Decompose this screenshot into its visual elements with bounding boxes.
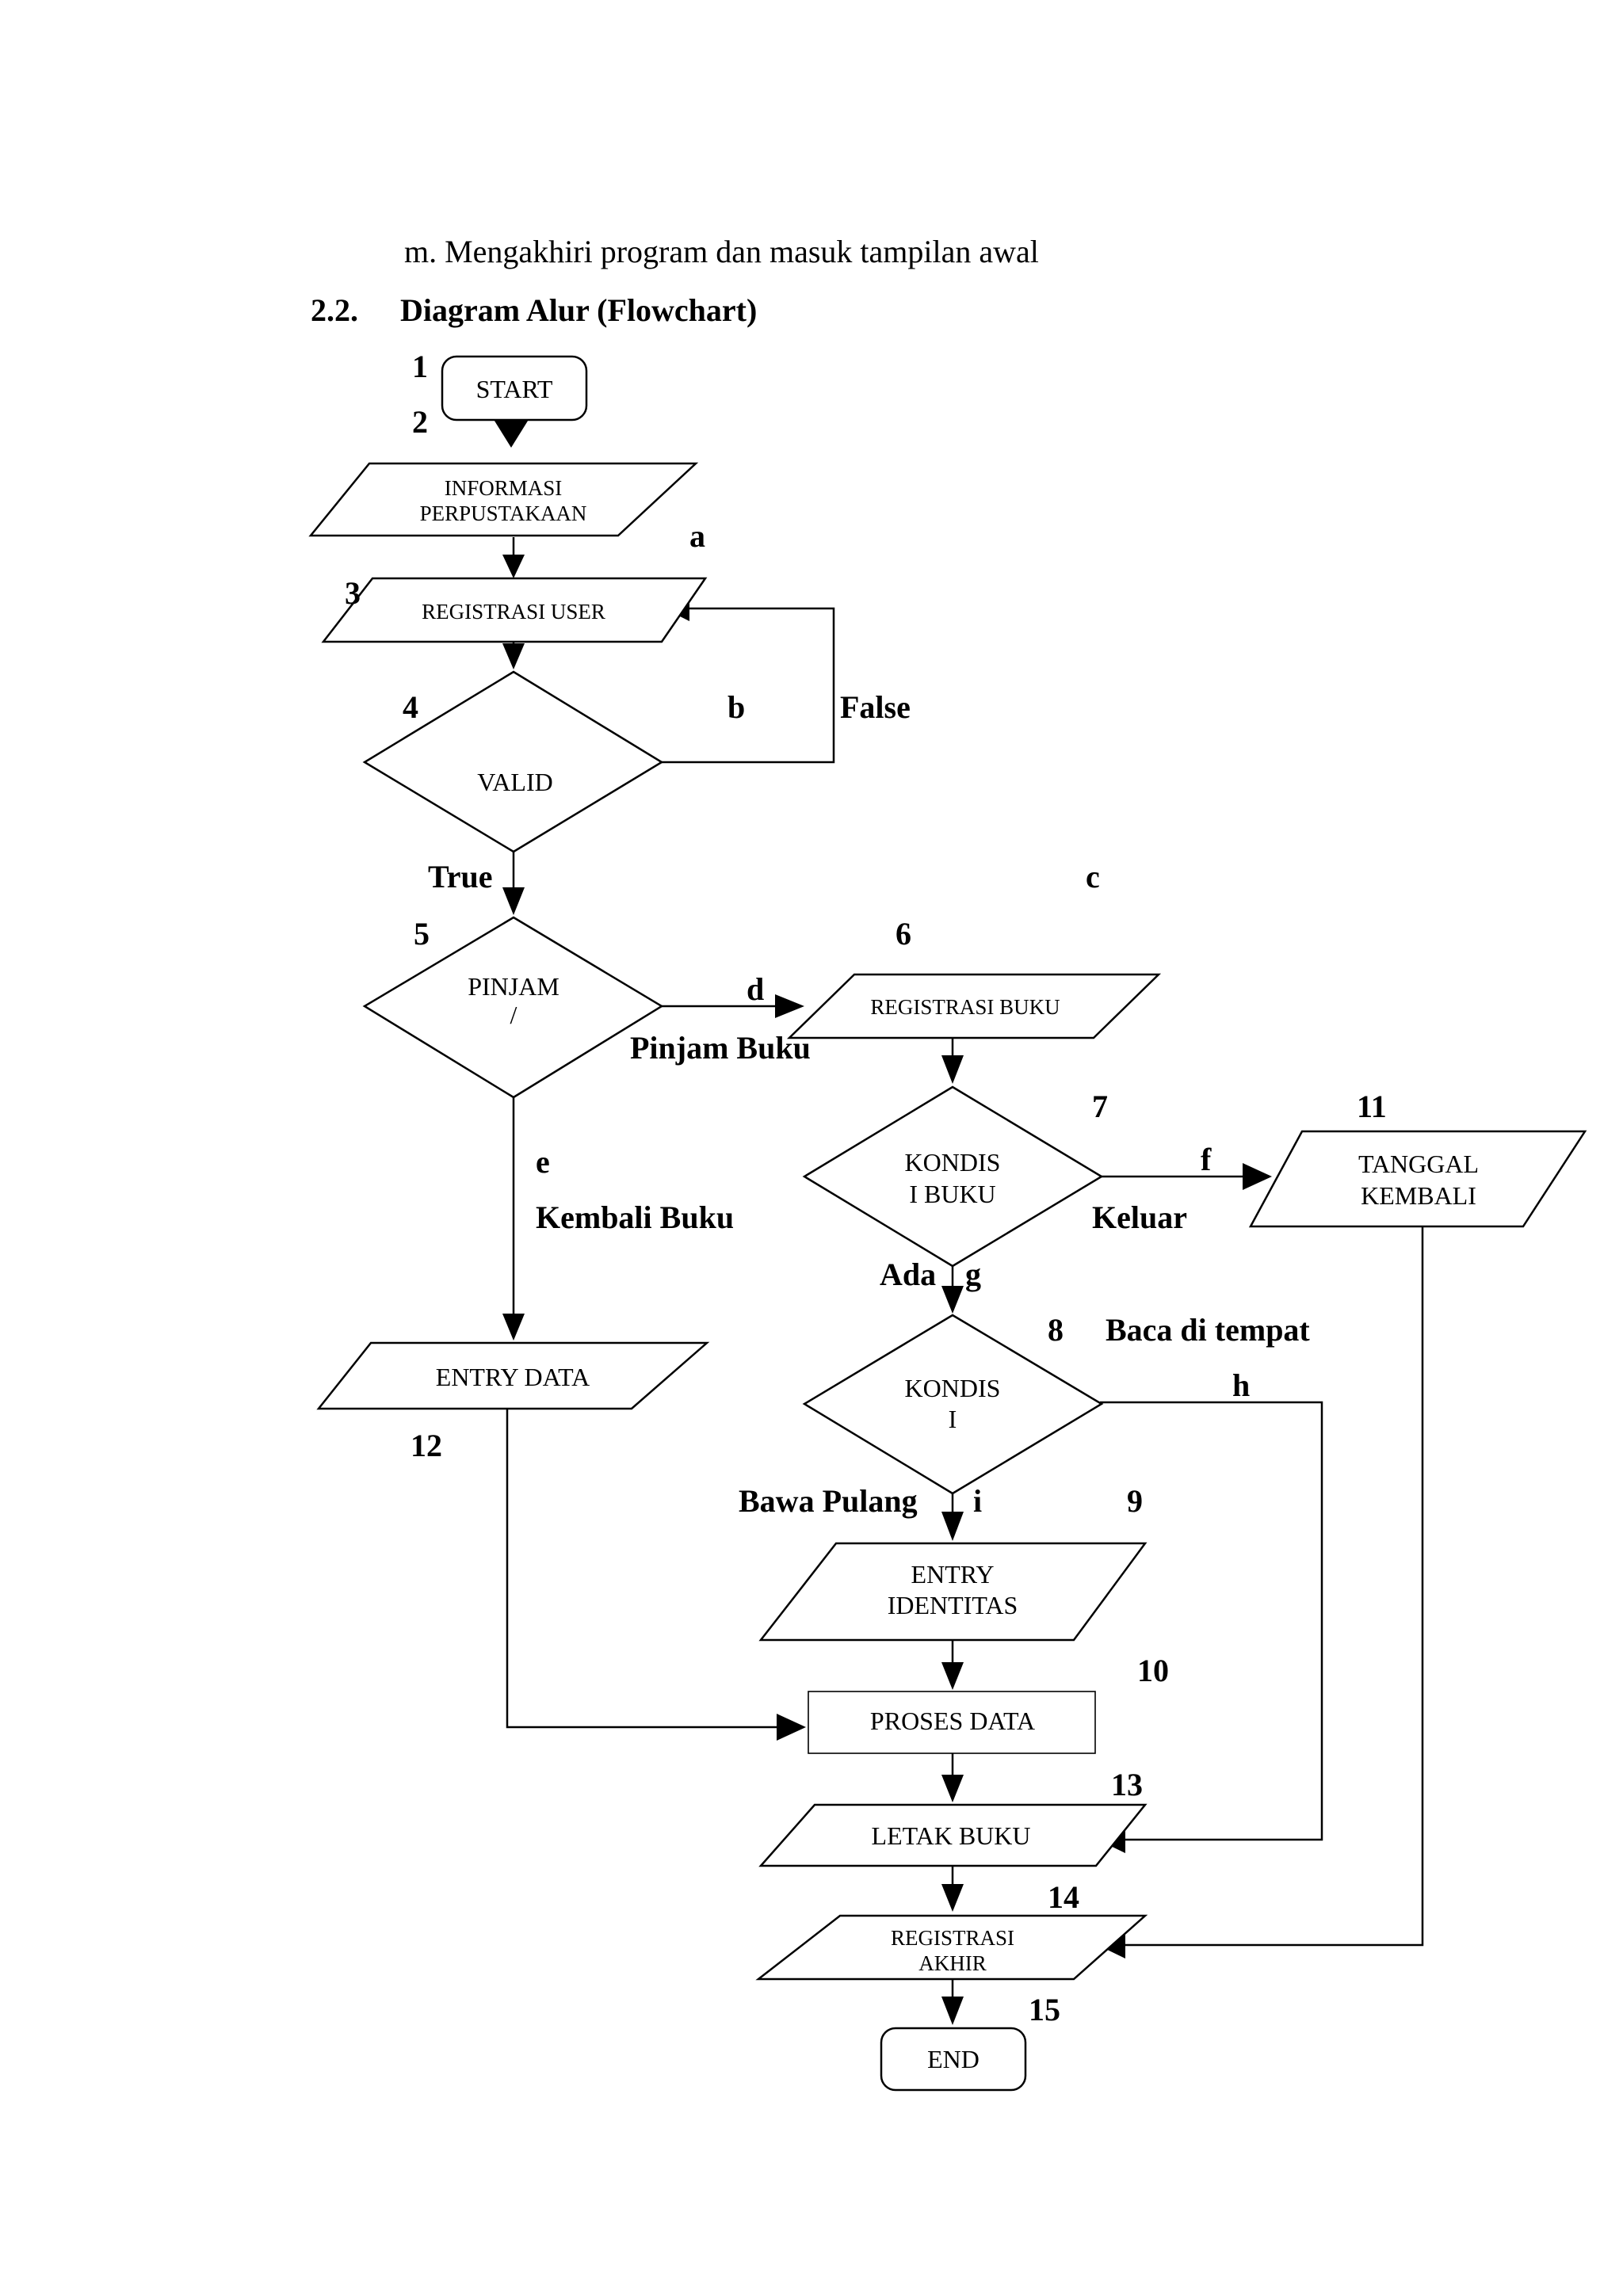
step-number-2: 2 <box>412 404 428 440</box>
edge-label-pinjam-buku: Pinjam Buku <box>630 1030 811 1066</box>
proses-data-process: PROSES DATA <box>808 1691 1096 1754</box>
edge-letter-b: b <box>727 689 745 725</box>
step-number-7: 7 <box>1092 1089 1108 1124</box>
entry-data-label: ENTRY DATA <box>436 1363 590 1391</box>
edge-label-keluar: Keluar <box>1092 1199 1187 1235</box>
registrasi-user-label: REGISTRASI USER <box>422 600 605 624</box>
pinjam-decision: PINJAM / <box>362 916 664 1099</box>
connector-false-loop <box>662 607 835 764</box>
kondisi-buku-line2: I BUKU <box>909 1180 995 1208</box>
edge-label-false: False <box>840 689 911 725</box>
step-number-1: 1 <box>412 349 428 384</box>
edge-label-ada: Ada <box>880 1257 936 1292</box>
edge-letter-a: a <box>689 518 705 554</box>
step-number-5: 5 <box>414 916 430 952</box>
edge-label-bawa-pulang: Bawa Pulang <box>739 1483 918 1519</box>
step-number-9: 9 <box>1127 1483 1143 1519</box>
step-number-13: 13 <box>1111 1767 1143 1802</box>
step-number-4: 4 <box>403 689 418 725</box>
arrowhead <box>941 1662 964 1690</box>
intro-line: m. Mengakhiri program dan masuk tampilan… <box>404 234 1039 269</box>
arrowhead <box>502 1314 525 1341</box>
step-number-11: 11 <box>1357 1089 1387 1124</box>
registrasi-akhir-line2: AKHIR <box>918 1951 987 1975</box>
connector-entry-data-proses <box>506 1409 785 1729</box>
arrowhead <box>941 1055 964 1084</box>
edge-letter-d: d <box>747 971 764 1007</box>
edge-letter-h: h <box>1232 1367 1250 1403</box>
end-terminator: END <box>880 2027 1027 2092</box>
entry-identitas-io: ENTRY IDENTITAS <box>758 1542 1148 1642</box>
step-number-15: 15 <box>1029 1992 1060 2027</box>
edge-label-kembali-buku: Kembali Buku <box>536 1199 734 1235</box>
pinjam-line1: PINJAM <box>468 972 559 1001</box>
arrowhead <box>493 418 529 448</box>
kondisi-i-line2: I <box>949 1405 957 1433</box>
entry-data-io: ENTRY DATA <box>316 1341 710 1410</box>
letak-buku-label: LETAK BUKU <box>872 1821 1031 1850</box>
step-number-6: 6 <box>896 916 911 952</box>
letak-buku-io: LETAK BUKU <box>758 1803 1148 1867</box>
step-number-10: 10 <box>1137 1653 1169 1688</box>
edge-letter-g: g <box>965 1257 981 1292</box>
proses-data-label: PROSES DATA <box>870 1707 1035 1735</box>
end-label: END <box>927 2045 980 2073</box>
arrowhead <box>775 994 804 1018</box>
arrowhead <box>941 1512 964 1541</box>
step-number-12: 12 <box>411 1428 442 1463</box>
arrowhead <box>502 555 525 578</box>
step-number-3: 3 <box>345 575 361 611</box>
kondisi-i-decision: KONDIS I <box>802 1314 1104 1495</box>
informasi-line2: PERPUSTAKAAN <box>420 502 587 525</box>
arrowhead <box>941 1775 964 1802</box>
registrasi-buku-io: REGISTRASI BUKU <box>786 973 1162 1039</box>
registrasi-akhir-io: REGISTRASI AKHIR <box>755 1914 1148 1981</box>
kondisi-i-line1: KONDIS <box>905 1374 1001 1402</box>
valid-label: VALID <box>477 768 552 796</box>
edge-letter-c: c <box>1086 859 1100 894</box>
entry-identitas-line2: IDENTITAS <box>888 1591 1018 1619</box>
tanggal-line1: TANGGAL <box>1358 1150 1479 1178</box>
edge-letter-i: i <box>973 1483 982 1519</box>
pinjam-line2: / <box>510 1001 517 1029</box>
edge-letter-f: f <box>1201 1142 1212 1177</box>
arrowhead <box>502 643 525 669</box>
edge-label-baca-di-tempat: Baca di tempat <box>1106 1312 1310 1348</box>
tanggal-line2: KEMBALI <box>1361 1181 1476 1210</box>
arrowhead <box>941 1884 964 1912</box>
registrasi-buku-label: REGISTRASI BUKU <box>870 995 1060 1019</box>
section-title: Diagram Alur (Flowchart) <box>400 292 757 328</box>
section-number: 2.2. <box>311 292 358 328</box>
tanggal-kembali-io: TANGGAL KEMBALI <box>1248 1130 1587 1228</box>
kondisi-buku-line1: KONDIS <box>905 1148 1001 1177</box>
arrowhead <box>941 1997 964 2025</box>
kondisi-buku-decision: KONDIS I BUKU <box>802 1085 1104 1268</box>
arrowhead <box>941 1286 964 1314</box>
edge-label-true: True <box>428 859 492 894</box>
arrowhead <box>1243 1163 1272 1190</box>
informasi-line1: INFORMASI <box>445 476 563 500</box>
start-terminator: START <box>441 355 588 421</box>
arrowhead <box>502 887 525 915</box>
registrasi-user-io: REGISTRASI USER <box>321 577 708 643</box>
connector-tanggal-registrasi-akhir <box>1117 1226 1424 1947</box>
registrasi-akhir-line1: REGISTRASI <box>891 1926 1014 1950</box>
entry-identitas-line1: ENTRY <box>911 1560 995 1589</box>
edge-letter-e: e <box>536 1144 550 1180</box>
step-number-14: 14 <box>1048 1879 1079 1915</box>
informasi-perpustakaan-io: INFORMASI PERPUSTAKAAN <box>308 462 699 537</box>
step-number-8: 8 <box>1048 1312 1064 1348</box>
start-label: START <box>476 375 553 403</box>
arrowhead <box>777 1714 806 1741</box>
connector-baca-letak <box>1100 1401 1323 1841</box>
valid-decision: VALID <box>362 670 664 853</box>
